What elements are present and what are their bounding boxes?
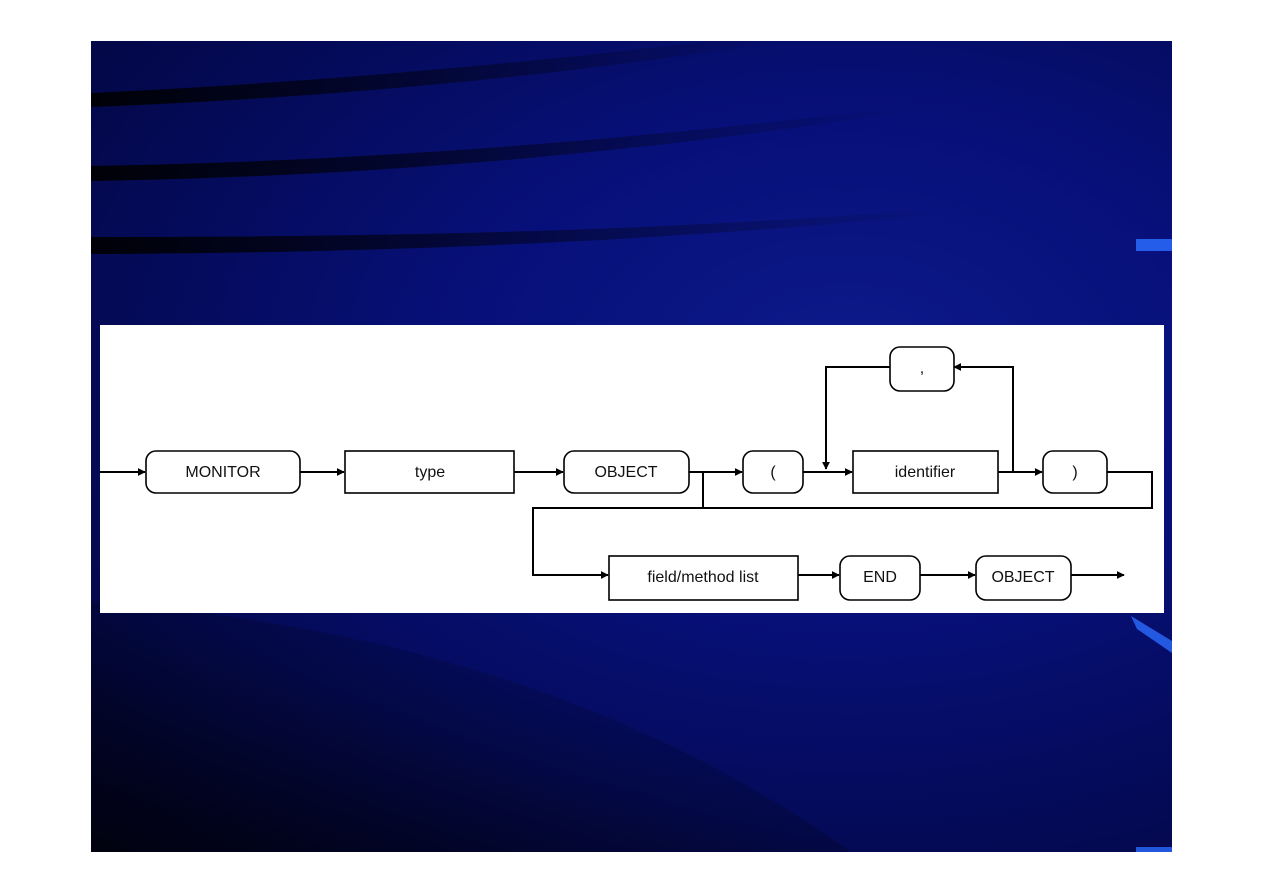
node-object-2-label: OBJECT (991, 569, 1054, 586)
swoosh-stripe-2 (91, 111, 911, 181)
node-field-method-list-label: field/method list (647, 569, 759, 586)
node-lparen: ( (742, 450, 804, 494)
swoosh-stripe-3 (91, 211, 951, 254)
syntax-diagram-panel: MONITOR type OBJECT ( identifier ) , fi (100, 325, 1164, 613)
edge-accent-3 (1136, 847, 1172, 852)
node-end: END (839, 555, 921, 601)
node-comma-label: , (920, 360, 924, 377)
node-rparen: ) (1042, 450, 1108, 494)
swoosh-stripe-1 (91, 41, 781, 107)
lower-shadow-sweep (91, 601, 851, 852)
edge-rparen-return (703, 471, 1153, 509)
node-monitor-label: MONITOR (185, 464, 260, 481)
decorative-swooshes (91, 41, 1172, 852)
node-identifier: identifier (852, 450, 999, 494)
node-type: type (344, 450, 515, 494)
node-rparen-label: ) (1072, 464, 1077, 481)
node-object-1: OBJECT (563, 450, 690, 494)
edge-comma-loop-up (953, 363, 1014, 472)
edge-accent-1 (1136, 239, 1172, 251)
node-object-1-label: OBJECT (594, 464, 657, 481)
node-lparen-label: ( (770, 464, 776, 481)
edge-comma-loop-down (822, 366, 890, 470)
node-object-2: OBJECT (975, 555, 1072, 601)
edge-to-fieldlist (532, 507, 703, 579)
node-end-label: END (863, 569, 897, 586)
node-field-method-list: field/method list (608, 555, 799, 601)
node-comma: , (889, 346, 955, 392)
syntax-diagram: MONITOR type OBJECT ( identifier ) , fi (100, 346, 1153, 601)
edge-accent-2 (1131, 616, 1172, 653)
node-monitor: MONITOR (145, 450, 301, 494)
node-type-label: type (415, 464, 445, 481)
node-identifier-label: identifier (895, 464, 956, 481)
